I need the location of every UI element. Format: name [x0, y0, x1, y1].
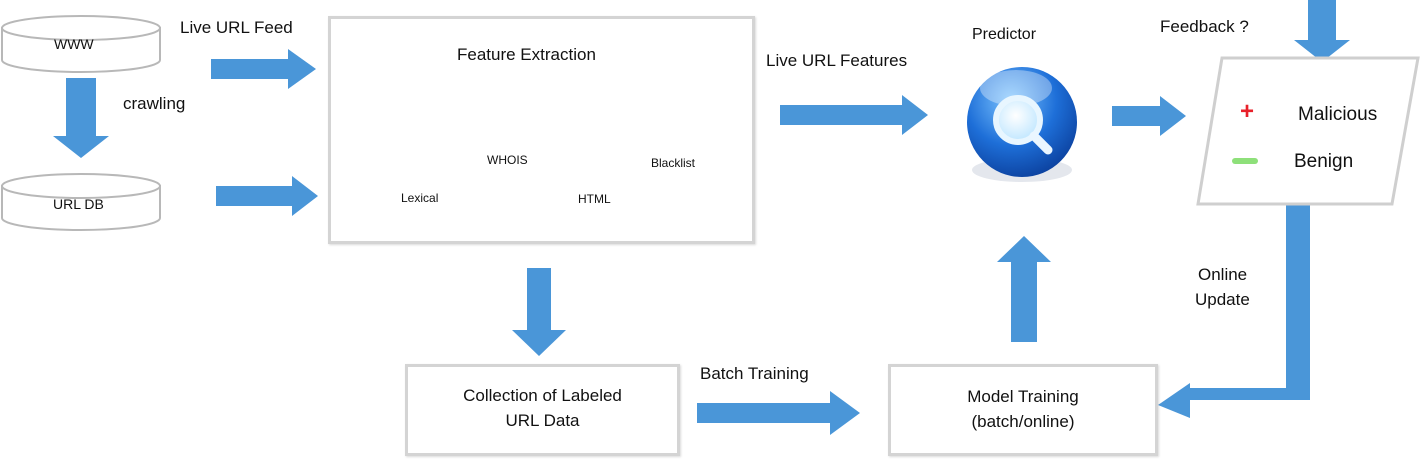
predictor-to-output-arrow: [1112, 96, 1186, 136]
www-database: [1, 15, 161, 73]
extraction-to-collection-arrow: [512, 268, 566, 356]
malicious-label: Malicious: [1298, 104, 1378, 125]
model-training-label-line2: (batch/online): [971, 412, 1075, 431]
online-update-arrow: [1158, 203, 1310, 418]
urldb-to-extraction-arrow: [216, 176, 318, 216]
lexical-label: Lexical: [401, 191, 439, 205]
live-url-features-arrow: [780, 95, 928, 135]
feedback-label: Feedback ?: [1160, 17, 1249, 36]
model-training-label-line1: Model Training: [967, 387, 1079, 406]
training-to-predictor-arrow: [997, 236, 1051, 342]
blacklist-label: Blacklist: [651, 156, 696, 170]
online-update-label-line1: Online: [1198, 265, 1248, 284]
url-db-label: URL DB: [53, 196, 104, 212]
benign-dash: [1232, 158, 1258, 164]
collection-box: [405, 364, 680, 456]
batch-training-label: Batch Training: [700, 364, 809, 383]
live-url-feed-arrow: [211, 49, 316, 89]
crawling-label: crawling: [123, 94, 186, 113]
live-url-feed-label: Live URL Feed: [180, 18, 293, 37]
model-training-box: [888, 364, 1158, 456]
arrows: [53, 0, 1350, 435]
feedback-arrow: [1294, 0, 1350, 62]
online-update-label-line2: Update: [1195, 290, 1250, 309]
live-url-features-label: Live URL Features: [766, 51, 908, 70]
html-label: HTML: [578, 192, 611, 206]
output-box: [1196, 56, 1420, 206]
magnifier-icon: [993, 95, 1053, 155]
url-db-database: [1, 173, 161, 231]
crawling-arrow: [53, 78, 109, 158]
batch-training-arrow: [697, 391, 860, 435]
collection-label-line1: Collection of Labeled: [463, 386, 622, 405]
feature-extraction-box: [328, 16, 755, 244]
whois-label: WHOIS: [487, 153, 528, 167]
feature-extraction-title: Feature Extraction: [457, 45, 596, 64]
benign-label: Benign: [1294, 151, 1354, 172]
malicious-plus-icon: +: [1240, 98, 1255, 125]
predictor-orb: [967, 67, 1077, 182]
www-label: WWW: [54, 36, 94, 52]
collection-label-line2: URL Data: [505, 411, 580, 430]
predictor-title: Predictor: [972, 26, 1037, 43]
